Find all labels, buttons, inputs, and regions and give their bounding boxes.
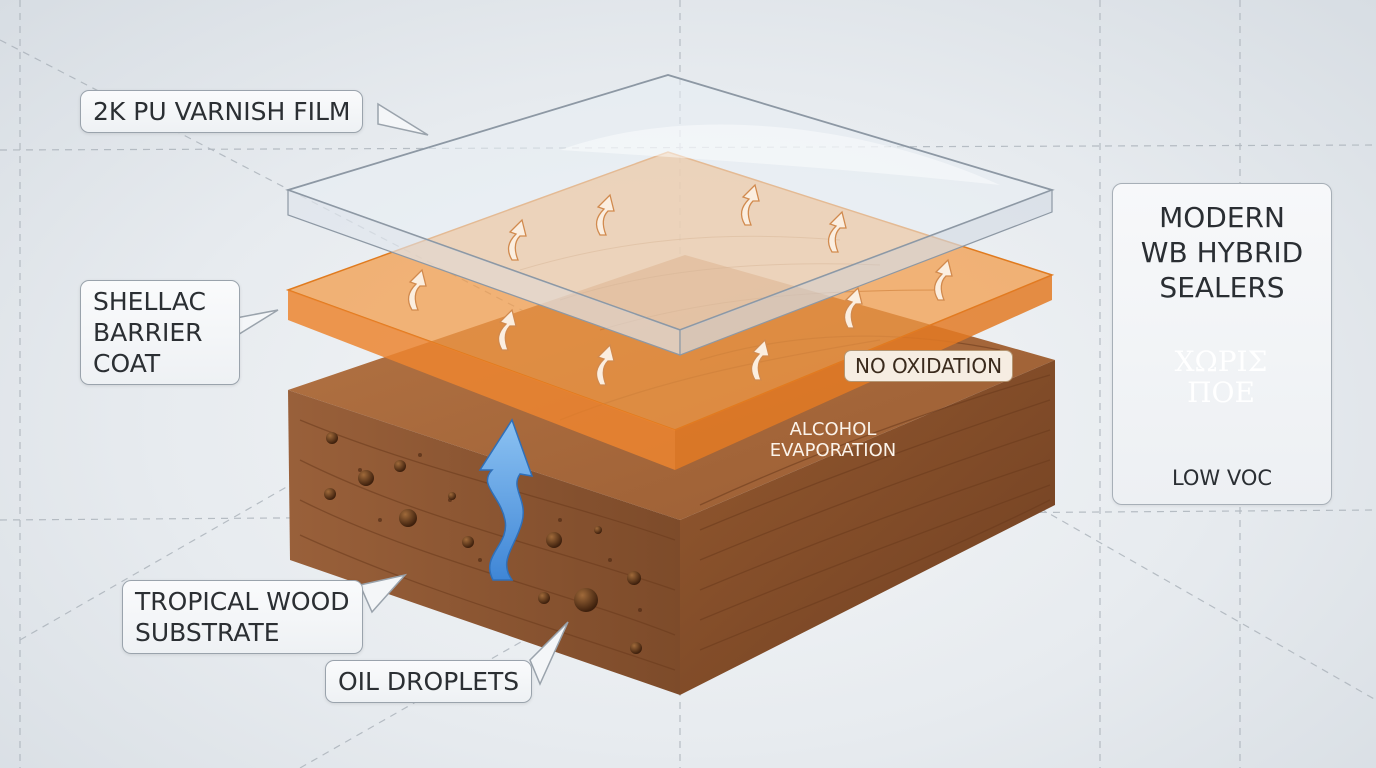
low-voc-label: LOW VOC (1171, 466, 1273, 490)
no-oxidation-tag: NO OXIDATION (844, 350, 1014, 382)
wood-side-face (680, 360, 1055, 695)
oil-droplet (399, 509, 417, 527)
oil-droplet (546, 532, 562, 548)
oil-droplet (326, 432, 338, 444)
oil-droplet (538, 592, 550, 604)
evaporation-arrows (407, 183, 953, 386)
oil-droplet (630, 642, 642, 654)
side-panel: MODERN WB HYBRID SEALERS LOW VOC (1112, 183, 1332, 505)
panel-title: MODERN WB HYBRID SEALERS (1140, 201, 1304, 304)
wood-front-face (288, 390, 680, 695)
oil-droplets-label: OIL DROPLETS (325, 660, 533, 703)
varnish-side-face (679, 189, 1053, 356)
varnish-layer (285, 74, 1055, 356)
oil-migration-arrow (478, 418, 534, 581)
oil-droplet (627, 571, 641, 585)
shellac-barrier-label: SHELLAC BARRIER COAT (80, 280, 240, 385)
shellac-front-face (288, 290, 675, 470)
oil-droplet (462, 536, 474, 548)
tropical-wood-label: TROPICAL WOOD SUBSTRATE (122, 580, 363, 654)
oil-droplets (324, 432, 642, 654)
seal-text: ΧΩΡΙΣ ΠΟΕ (1174, 345, 1268, 409)
callout-pointers (235, 102, 569, 686)
oil-droplet (394, 460, 406, 472)
varnish-film-label: 2K PU VARNISH FILM (80, 90, 364, 133)
oil-droplet (358, 470, 374, 486)
oil-droplet (324, 488, 336, 500)
alcohol-evaporation-label: ALCOHOL EVAPORATION (769, 419, 897, 461)
oil-droplet (574, 588, 598, 612)
oil-droplet (594, 526, 602, 534)
oil-droplet (448, 492, 456, 500)
